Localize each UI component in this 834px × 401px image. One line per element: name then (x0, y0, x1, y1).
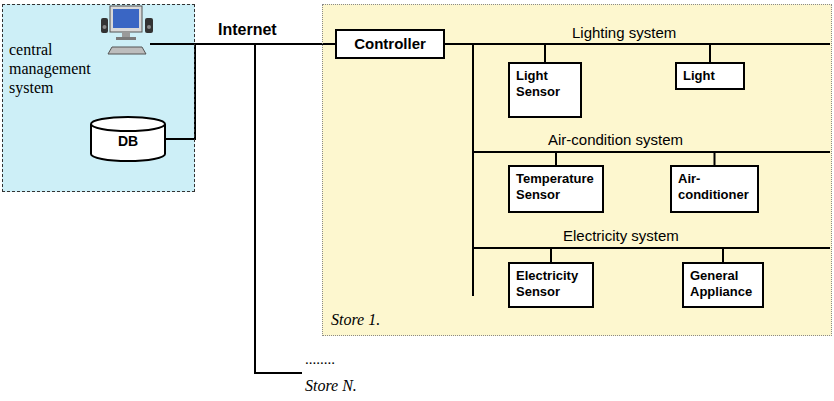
region-fill (2, 4, 195, 192)
node-text: DB (90, 116, 166, 149)
bus-label: Electricity system (563, 227, 679, 244)
device-box: General Appliance (682, 262, 764, 308)
store-region: Store 1. ControllerLight Sensor LightTempe… (322, 4, 832, 336)
system-region: central management systemDB (2, 4, 195, 192)
controller-box: Controller (335, 29, 445, 59)
node-text: Temperature Sensor (516, 171, 596, 202)
node-text: Air-conditioner (678, 171, 751, 202)
network-connector (445, 44, 710, 62)
device-box: Air-conditioner (670, 165, 759, 213)
device-box: Temperature Sensor (508, 165, 604, 213)
node-text: Light (683, 68, 737, 84)
store-label: Store N. (305, 377, 357, 395)
database-cylinder: DB (90, 116, 166, 162)
region-fill (322, 4, 832, 336)
device-box: Electricity Sensor (508, 262, 594, 308)
node-text: Light Sensor (516, 68, 574, 99)
ellipsis-label: ........ (305, 351, 335, 368)
node-text: General Appliance (690, 268, 756, 299)
network-connector (166, 44, 335, 139)
computer-icon (101, 6, 153, 54)
network-label: Internet (218, 21, 277, 39)
bus-label: Air-condition system (548, 131, 683, 148)
network-connector (445, 44, 545, 62)
node-text: central management system (9, 40, 105, 98)
network-lines (150, 43, 830, 373)
bus-label: Lighting system (572, 24, 676, 41)
node-text: Controller (341, 35, 439, 53)
device-box: Light Sensor (508, 62, 582, 118)
node-text: Electricity Sensor (516, 268, 586, 299)
node-text: Store 1. (331, 310, 380, 329)
device-box: Light (675, 62, 745, 90)
